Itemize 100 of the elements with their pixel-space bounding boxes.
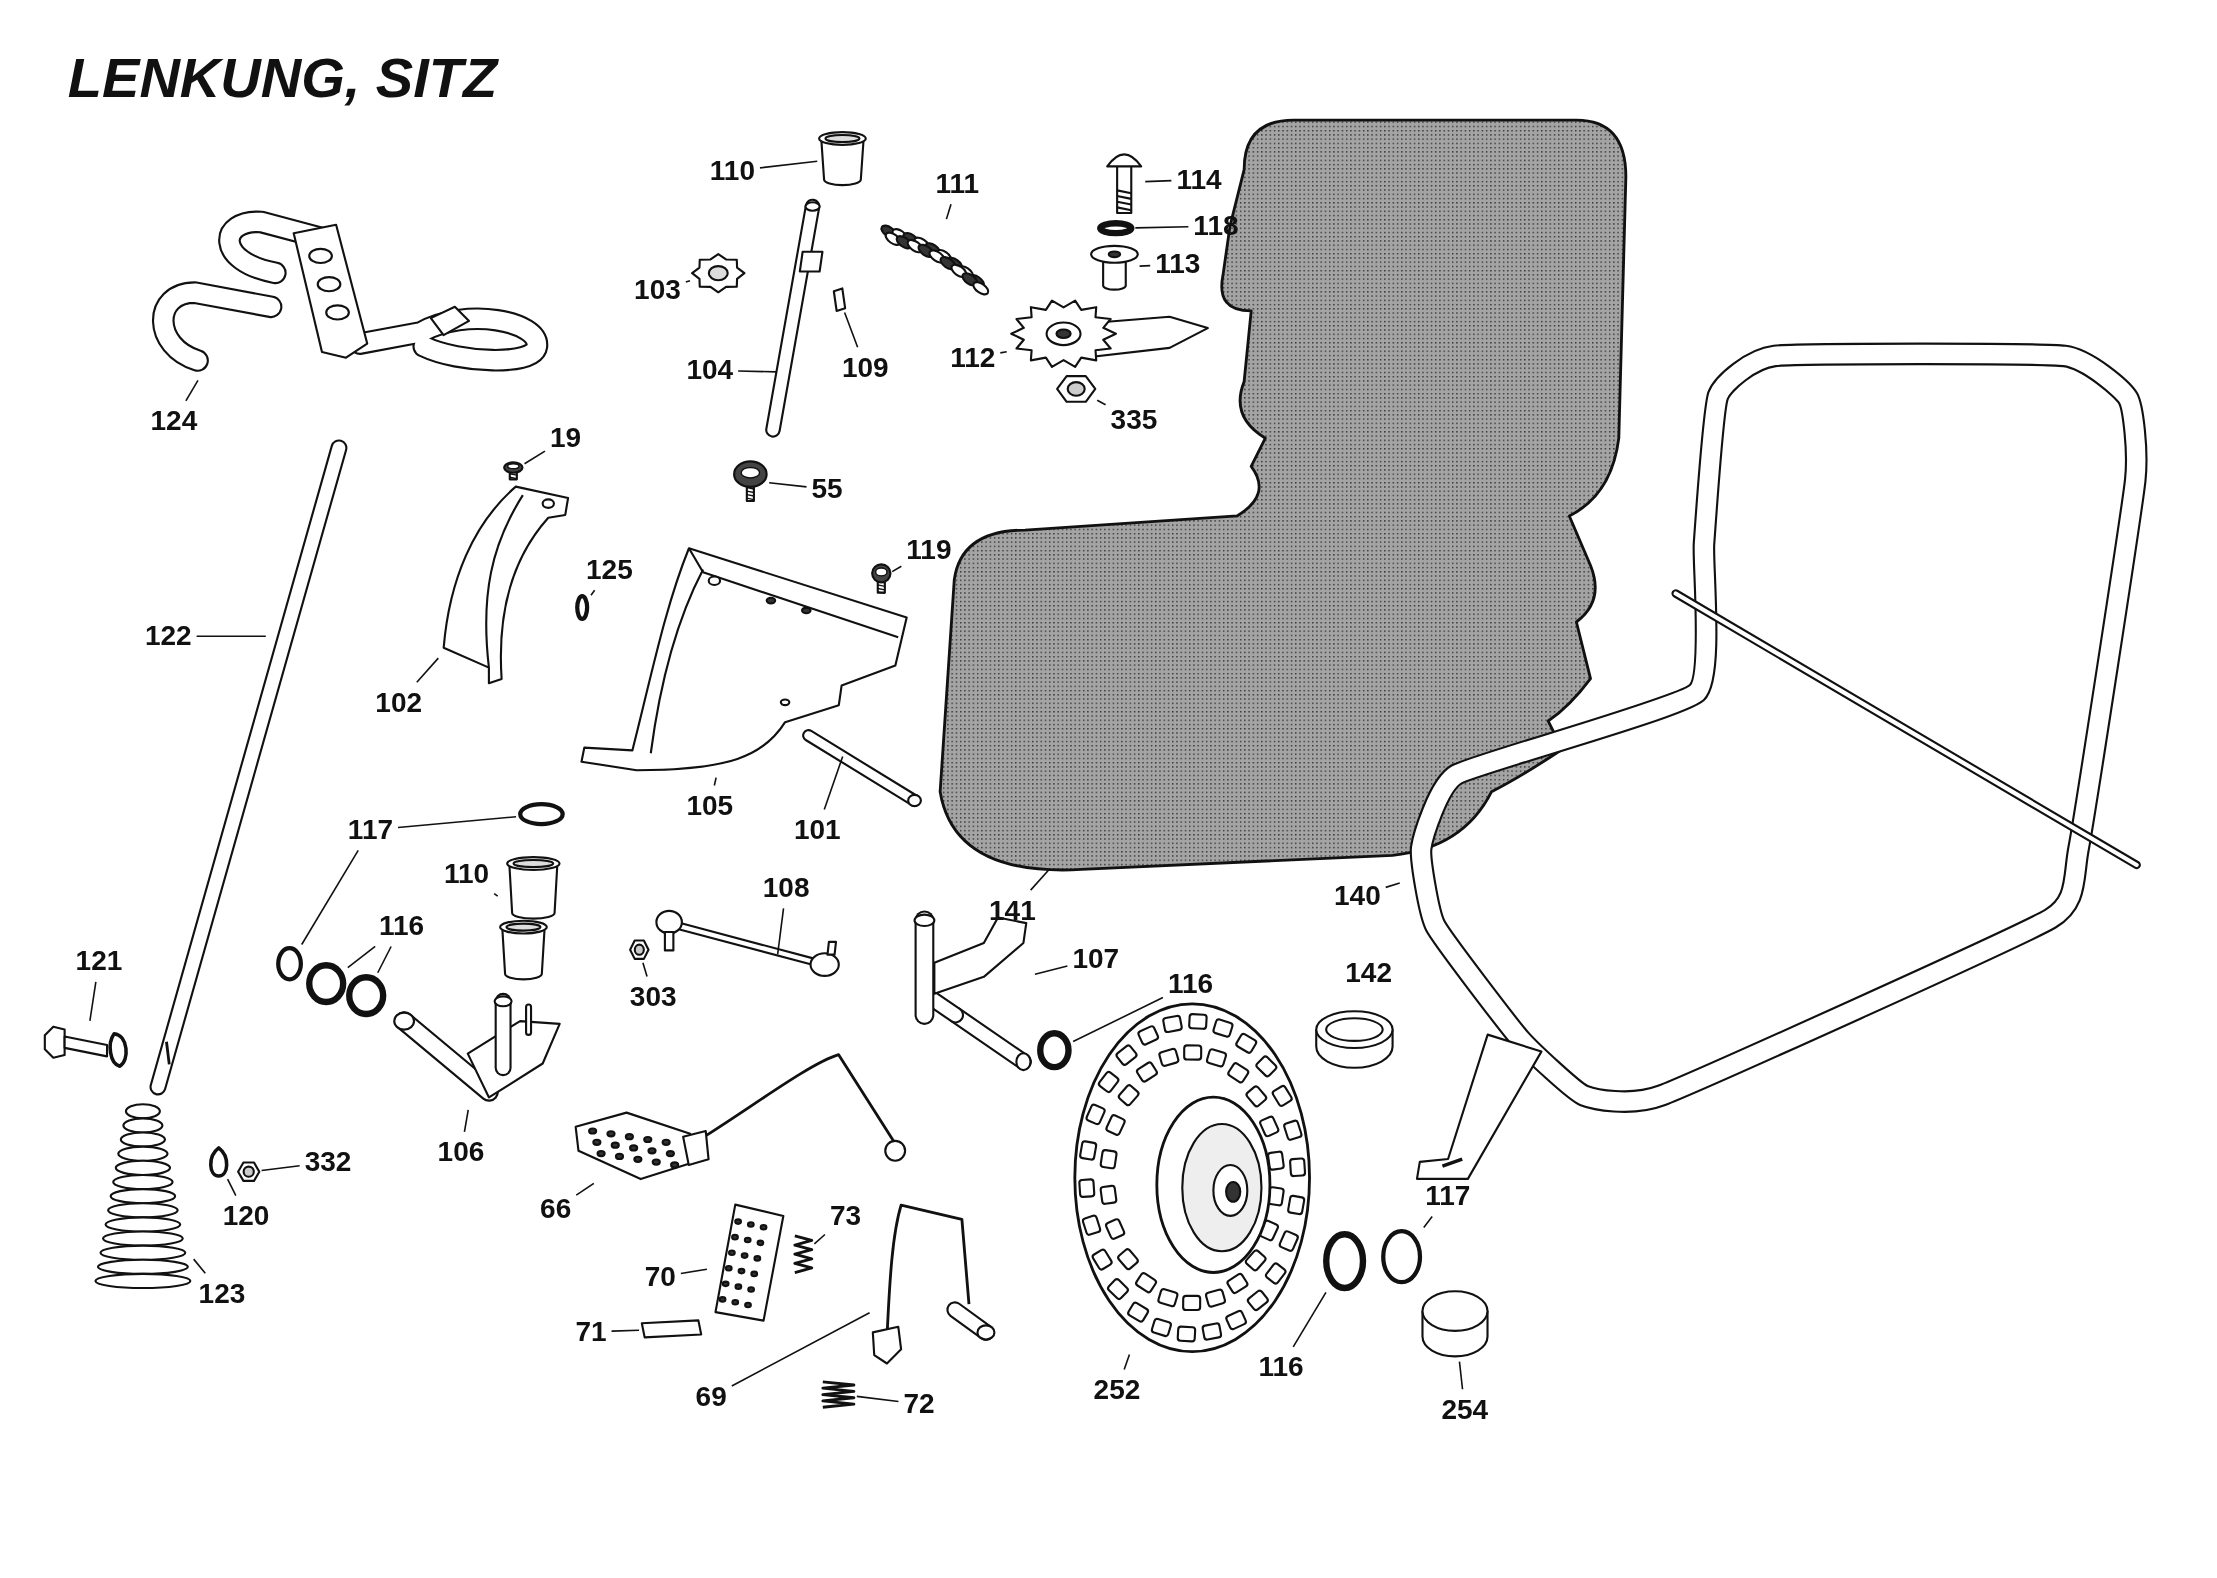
o-ring-drawing [516, 800, 567, 829]
pin-drawing [831, 287, 849, 313]
leader-line [1423, 1215, 1433, 1229]
callout-number: 103 [634, 274, 681, 306]
callout-number: 124 [150, 405, 198, 437]
callout-number: 110 [709, 155, 755, 187]
leader-line [1034, 965, 1069, 976]
leader-line [1138, 264, 1151, 267]
leader-line [891, 565, 903, 573]
callout-number: 102 [375, 687, 423, 719]
leader-line [768, 481, 808, 488]
leader-line [610, 1329, 640, 1332]
callout-number: 104 [686, 355, 734, 386]
callout-number: 101 [793, 814, 841, 846]
washer-drawing [305, 961, 348, 1007]
leader-line [685, 279, 691, 283]
callout-number: 140 [1334, 881, 1381, 912]
washer-drawing [1036, 1029, 1074, 1072]
pin-drawing [639, 1319, 705, 1339]
callout-number: 70 [644, 1261, 676, 1293]
screw-drawing [732, 459, 770, 502]
gear-drawing [690, 251, 747, 295]
callout-number: 116 [1167, 968, 1214, 1000]
leader-line [856, 1395, 900, 1403]
leader-line [776, 907, 785, 956]
leader-line [575, 1182, 595, 1196]
callout-number: 69 [695, 1381, 727, 1413]
spring-drawing [791, 1232, 815, 1276]
callout-number: 111 [935, 168, 979, 200]
callout-number: 123 [198, 1278, 246, 1310]
leader-line [680, 1268, 708, 1275]
pin-drawing [800, 726, 925, 809]
callout-number: 114 [1176, 164, 1222, 195]
callout-number: 112 [950, 342, 996, 374]
nut-drawing [236, 1159, 262, 1185]
callout-number: 252 [1093, 1374, 1141, 1406]
callout-number: 117 [1425, 1180, 1471, 1212]
callout-number: 109 [841, 352, 889, 383]
callout-number: 303 [629, 981, 677, 1013]
bushing-drawing [497, 855, 562, 983]
leader-line [737, 370, 778, 373]
leader-line [89, 981, 97, 1022]
leader-line [192, 1258, 207, 1275]
washer-drawing [1095, 219, 1136, 238]
callout-number: 19 [549, 422, 582, 454]
leader-line [260, 1164, 301, 1172]
callout-number: 113 [1155, 249, 1201, 280]
leader-line [1029, 868, 1050, 891]
leader-line [523, 450, 546, 465]
leader-line [1384, 882, 1401, 889]
leader-line [347, 945, 376, 969]
leader-line [843, 311, 859, 348]
callout-number: 66 [540, 1193, 572, 1225]
callout-number: 121 [75, 946, 123, 977]
callout-number: 254 [1441, 1394, 1489, 1426]
o-ring-drawing [572, 592, 591, 624]
callout-number: 142 [1345, 957, 1392, 989]
leader-line [195, 635, 267, 638]
callout-number: 119 [906, 534, 952, 566]
callout-number: 332 [304, 1146, 352, 1178]
leader-line [376, 945, 392, 974]
callout-number: 71 [575, 1316, 607, 1348]
leader-line [642, 962, 648, 978]
o-ring-drawing [1378, 1227, 1424, 1287]
callout-number: 72 [903, 1388, 935, 1420]
callout-number: 116 [1258, 1351, 1304, 1383]
spacer-drawing [1088, 243, 1140, 292]
callout-number: 73 [829, 1200, 862, 1232]
callout-number: 110 [444, 858, 490, 890]
wheel-drawing [1071, 1001, 1313, 1355]
title: LENKUNG, SITZ [67, 45, 498, 111]
leader-line [1134, 226, 1190, 229]
callout-number: 105 [686, 790, 734, 822]
leader-line [185, 379, 199, 402]
callout-number: 117 [347, 814, 393, 846]
leader-line [1072, 996, 1164, 1043]
callout-number: 335 [1110, 404, 1158, 436]
callout-number: 108 [762, 872, 810, 904]
leader-line [416, 657, 440, 684]
callout-number: 116 [378, 910, 425, 942]
leader-line [759, 160, 819, 169]
callout-number: 141 [989, 895, 1036, 926]
callout-number: 55 [811, 473, 843, 505]
leader-line [1123, 1353, 1131, 1371]
leader-line [226, 1178, 237, 1197]
callout-number: 120 [222, 1200, 270, 1232]
leader-line [1458, 1360, 1464, 1391]
screw-drawing [869, 562, 893, 594]
leader-line [730, 1311, 871, 1387]
leader-line [463, 1109, 470, 1133]
leader-line [813, 1233, 826, 1245]
leader-line [999, 350, 1008, 354]
washer-drawing [345, 972, 388, 1018]
callout-number: 122 [144, 620, 192, 652]
leader-line [713, 776, 717, 787]
leader-line [1292, 1291, 1327, 1348]
leader-line [300, 849, 359, 946]
screw-drawing [501, 460, 525, 481]
leader-line [493, 892, 499, 897]
callout-number: 107 [1072, 943, 1120, 974]
